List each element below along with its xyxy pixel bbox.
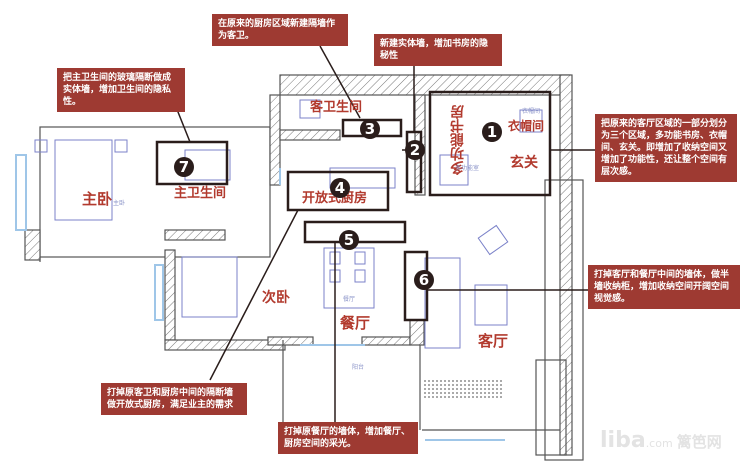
master-bedroom-wall — [39, 126, 271, 258]
label-balcony: 阳台 — [352, 364, 365, 371]
watermark-tld: .com — [645, 437, 673, 450]
room-foyer: 玄关 — [510, 155, 538, 171]
label-study-small: 多功能室 — [455, 165, 480, 172]
label-cloak-small: 衣帽间 — [522, 108, 541, 115]
room-master-bedroom: 主卧 — [82, 190, 113, 208]
frame-7 — [155, 140, 229, 186]
marker-6: 6 — [414, 270, 434, 290]
marker-5: 5 — [339, 230, 359, 250]
room-dining: 餐厅 — [340, 314, 371, 332]
watermark-brand: liba — [600, 428, 646, 453]
armchair — [477, 224, 509, 256]
window-master — [15, 154, 27, 231]
window-second-bedroom — [154, 264, 164, 321]
coffee-table — [474, 284, 508, 326]
room-guest-bath: 客卫生间 — [310, 100, 363, 115]
note-5: 打掉原餐厅的墙体，增加餐厅、厨房空间的采光。 — [278, 422, 418, 454]
frame-4 — [286, 170, 390, 212]
room-master-bath: 主卫生间 — [174, 186, 227, 201]
note-2: 新建实体墙，增加书房的隐秘性 — [374, 34, 502, 66]
marker-4: 4 — [330, 178, 350, 198]
label-master-small: 主卧 — [113, 200, 126, 207]
watermark-cn: 篱笆网 — [676, 433, 722, 451]
label-dining-small: 餐厅 — [343, 296, 356, 303]
balcony-tiles — [422, 380, 502, 398]
frame-1 — [428, 90, 552, 197]
furniture — [34, 99, 543, 349]
sofa — [424, 257, 461, 349]
marker-7: 7 — [174, 157, 194, 177]
note-4: 打掉原客卫和厨房中间的隔断墙做开放式厨房，满足业主的需求 — [101, 383, 247, 415]
marker-2: 2 — [405, 140, 425, 160]
note-6: 打掉客厅和餐厅中间的墙体，做半墙收纳柜，增加收纳空间开阔空间视觉感。 — [588, 265, 740, 309]
master-bed — [54, 139, 113, 221]
windows — [15, 154, 505, 441]
room-second-bedroom: 次卧 — [262, 290, 290, 306]
room-open-kitchen: 开放式厨房 — [302, 191, 368, 206]
room-cloakroom: 衣帽间 — [508, 119, 545, 133]
marker-1: 1 — [482, 122, 502, 142]
guest-bath-left-wall — [269, 94, 281, 186]
second-bed — [181, 256, 238, 318]
note-7: 把主卫生间的玻璃隔断做成实体墙，增加卫生间的隐私性。 — [57, 68, 185, 112]
leader-lines — [171, 45, 595, 422]
note-3: 在原来的厨房区域新建隔墙作为客卫。 — [212, 14, 348, 46]
kitchen-counter — [329, 167, 396, 189]
note-1: 把原来的客厅区域的一部分划分为三个区域，多功能书房、衣帽间、玄关。即增加了收纳空… — [595, 114, 737, 182]
room-living: 客厅 — [478, 332, 509, 350]
marker-3: 3 — [360, 119, 380, 139]
guest-bath-bottom-wall — [279, 129, 341, 141]
